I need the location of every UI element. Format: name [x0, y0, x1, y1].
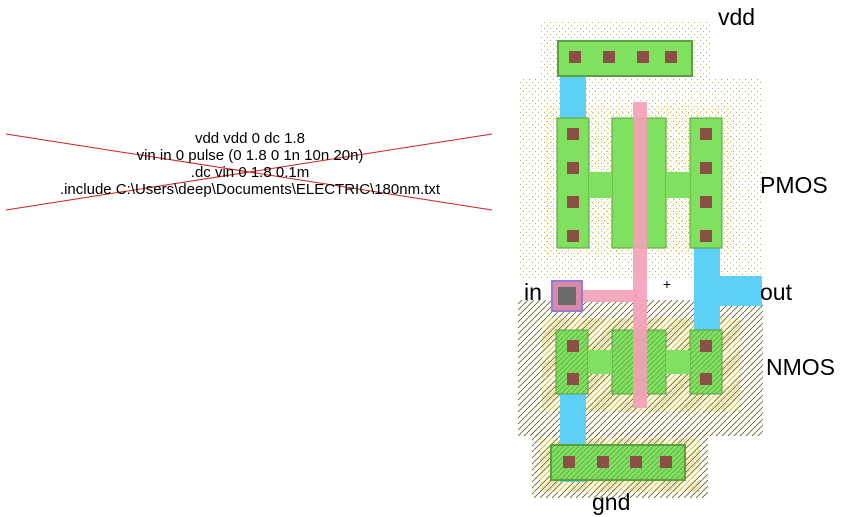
pmos-contacts: [567, 128, 712, 242]
spice-line-2: vin in 0 pulse (0 1.8 0 1n 10n 20n): [136, 147, 364, 164]
nmos-contacts: [567, 340, 712, 385]
vdd-label[interactable]: vdd: [718, 4, 756, 30]
spice-code-block[interactable]: vdd vdd 0 dc 1.8 vin in 0 pulse (0 1.8 0…: [0, 130, 500, 198]
vdd-contacts: [569, 51, 677, 63]
origin-marker: +: [663, 276, 671, 292]
spice-line-3: .dc vin 0 1.8 0.1m: [190, 164, 310, 181]
in-label[interactable]: in: [524, 279, 542, 305]
spice-line-1: vdd vdd 0 dc 1.8: [194, 130, 306, 147]
nmos-label[interactable]: NMOS: [766, 354, 835, 380]
out-label[interactable]: out: [760, 279, 792, 305]
spice-strike-lines: [5, 133, 493, 211]
poly-gate[interactable]: [578, 102, 647, 408]
spice-line-4: .include C:\Users\deep\Documents\ELECTRI…: [59, 181, 441, 198]
gnd-label[interactable]: gnd: [592, 489, 631, 515]
gnd-contacts: [563, 456, 672, 468]
input-poly-contact[interactable]: [551, 280, 583, 312]
pmos-label[interactable]: PMOS: [760, 172, 828, 198]
